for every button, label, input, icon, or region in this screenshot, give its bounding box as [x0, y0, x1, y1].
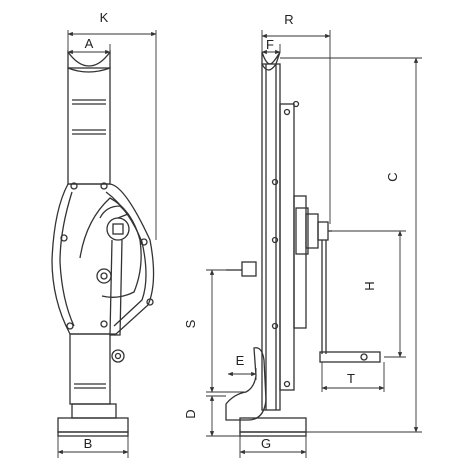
- label-T: T: [347, 371, 355, 386]
- side-rack-column: [261, 63, 281, 411]
- front-lower-column: [69, 333, 111, 405]
- side-crank-handle: [319, 351, 381, 363]
- label-C: C: [385, 172, 400, 181]
- side-toe-lift: [225, 347, 267, 421]
- front-crank-arm: [109, 239, 123, 336]
- label-G: G: [261, 436, 271, 451]
- front-gear-housing: [51, 183, 155, 335]
- front-top-saddle: [67, 49, 111, 73]
- label-B: B: [84, 436, 93, 451]
- front-pawl: [99, 205, 130, 219]
- dimension-labels: K A R F C H S E D T B G: [84, 10, 400, 451]
- label-H: H: [362, 281, 377, 290]
- side-view: [225, 51, 381, 437]
- front-rack-column: [67, 67, 111, 185]
- side-gear-housing: [293, 195, 307, 329]
- label-R: R: [284, 12, 293, 27]
- label-D: D: [183, 409, 198, 418]
- dimension-lines: [57, 30, 422, 458]
- side-crank-shaft: [317, 221, 329, 241]
- label-A: A: [85, 36, 94, 51]
- label-S: S: [183, 319, 198, 328]
- side-top-saddle: [261, 51, 281, 71]
- front-base-foot: [71, 403, 117, 419]
- front-pinion-gear: [106, 217, 130, 241]
- side-plate: [279, 103, 295, 391]
- label-E: E: [236, 353, 245, 368]
- front-view: [51, 49, 155, 437]
- label-K: K: [100, 10, 109, 25]
- label-F: F: [266, 37, 274, 52]
- front-crank-knob: [111, 349, 125, 363]
